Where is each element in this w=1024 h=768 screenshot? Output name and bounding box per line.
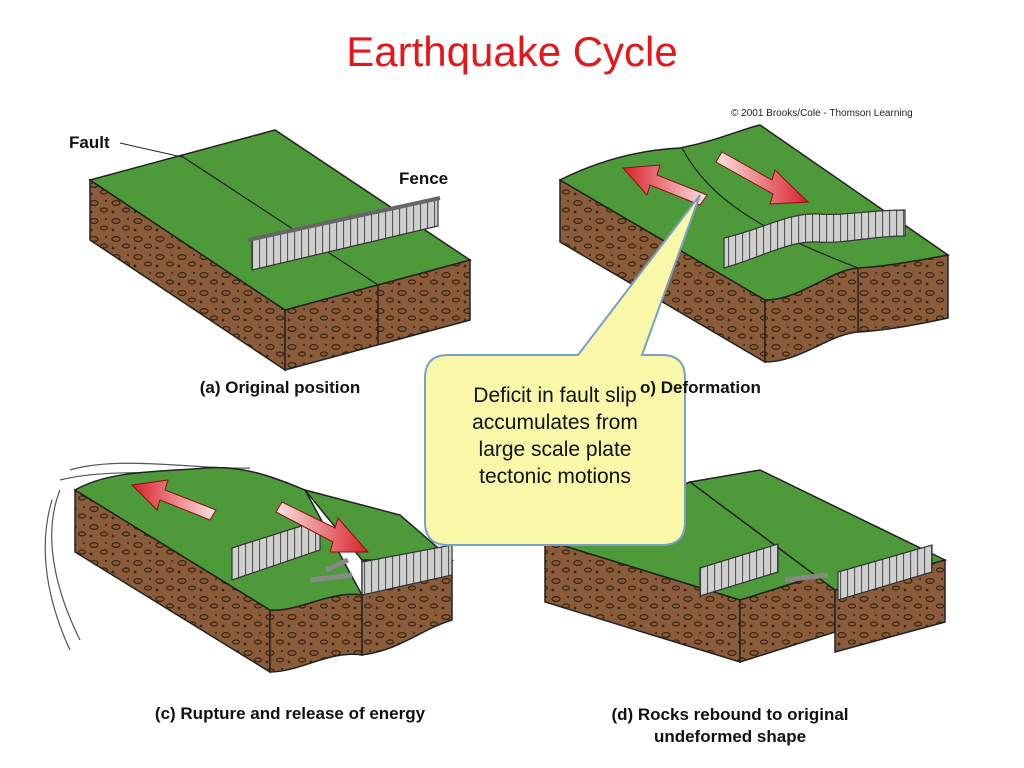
caption-panel-d: (d) Rocks rebound to original undeformed… [560,704,900,748]
caption-panel-d-line2: undeformed shape [653,727,807,746]
slide-title: Earthquake Cycle [346,28,678,75]
callout-line-4: tectonic motions [479,465,631,488]
callout-line-1: Deficit in fault slip [473,384,637,407]
arrow-right-c [275,501,370,553]
fault-label: Fault [69,133,110,152]
panel-d-block [542,469,948,664]
copyright-notice: © 2001 Brooks/Cole - Thomson Learning [731,108,913,119]
panel-c-block [44,462,455,674]
arrow-right-b [715,151,810,205]
caption-panel-c: (c) Rupture and release of energy [154,704,426,723]
callout-bubble [424,194,701,546]
callout-line-2: accumulates from [472,411,638,434]
caption-panel-a: (a) Original position [199,378,361,397]
arrow-left-b [621,164,708,206]
arrow-left-c [130,479,217,521]
fence-label: Fence [399,169,449,188]
callout-text: Deficit in fault slip accumulates from l… [432,382,678,490]
caption-panel-d-line1: (d) Rocks rebound to original [611,705,849,724]
panel-a-block [88,129,472,372]
caption-panel-b: o) Deformation [640,378,761,397]
callout-line-3: large scale plate [478,438,632,461]
